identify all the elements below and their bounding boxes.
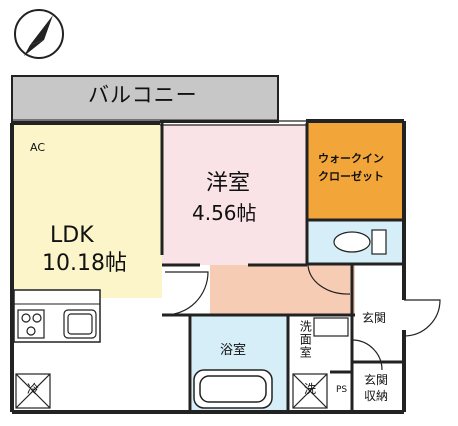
closet-floor	[308, 122, 404, 220]
closet-label-2: クローゼット	[318, 170, 384, 183]
balcony-label: バルコニー	[88, 83, 198, 107]
compass-icon	[14, 9, 64, 59]
wash-basin	[313, 317, 349, 337]
balcony	[11, 75, 279, 123]
sink-icon	[63, 309, 97, 339]
fridge-icon	[15, 373, 51, 409]
ldk-size: 10.18帖	[42, 251, 127, 276]
western-room-floor	[162, 125, 307, 265]
washroom-label: 洗面室	[298, 320, 313, 359]
entrance-storage-label-1: 玄関	[364, 373, 389, 387]
hall-floor	[210, 265, 355, 315]
ps-label: PS	[336, 385, 348, 395]
bath-label: 浴室	[220, 343, 247, 358]
interior-walls	[160, 123, 404, 410]
fridge-label: 冷	[27, 382, 40, 396]
ldk-name: LDK	[50, 223, 94, 248]
ac-label: AC	[30, 141, 46, 154]
western-room-name: 洋室	[206, 171, 251, 196]
closet-label-1: ウォークイン	[318, 152, 384, 165]
toilet-icon	[333, 229, 387, 255]
washer-label: 洗	[304, 382, 317, 396]
entrance-label: 玄関	[362, 311, 387, 325]
door-swings	[164, 263, 441, 371]
bathtub-icon	[193, 369, 273, 409]
western-room-size: 4.56帖	[192, 201, 257, 225]
stove-icon	[17, 309, 45, 339]
window	[160, 120, 306, 126]
outer-walls	[10, 119, 406, 414]
entrance-storage-label-2: 収納	[364, 389, 389, 403]
kitchen-counter	[13, 289, 101, 343]
ldk-floor	[14, 125, 162, 298]
washer-icon	[292, 373, 328, 409]
